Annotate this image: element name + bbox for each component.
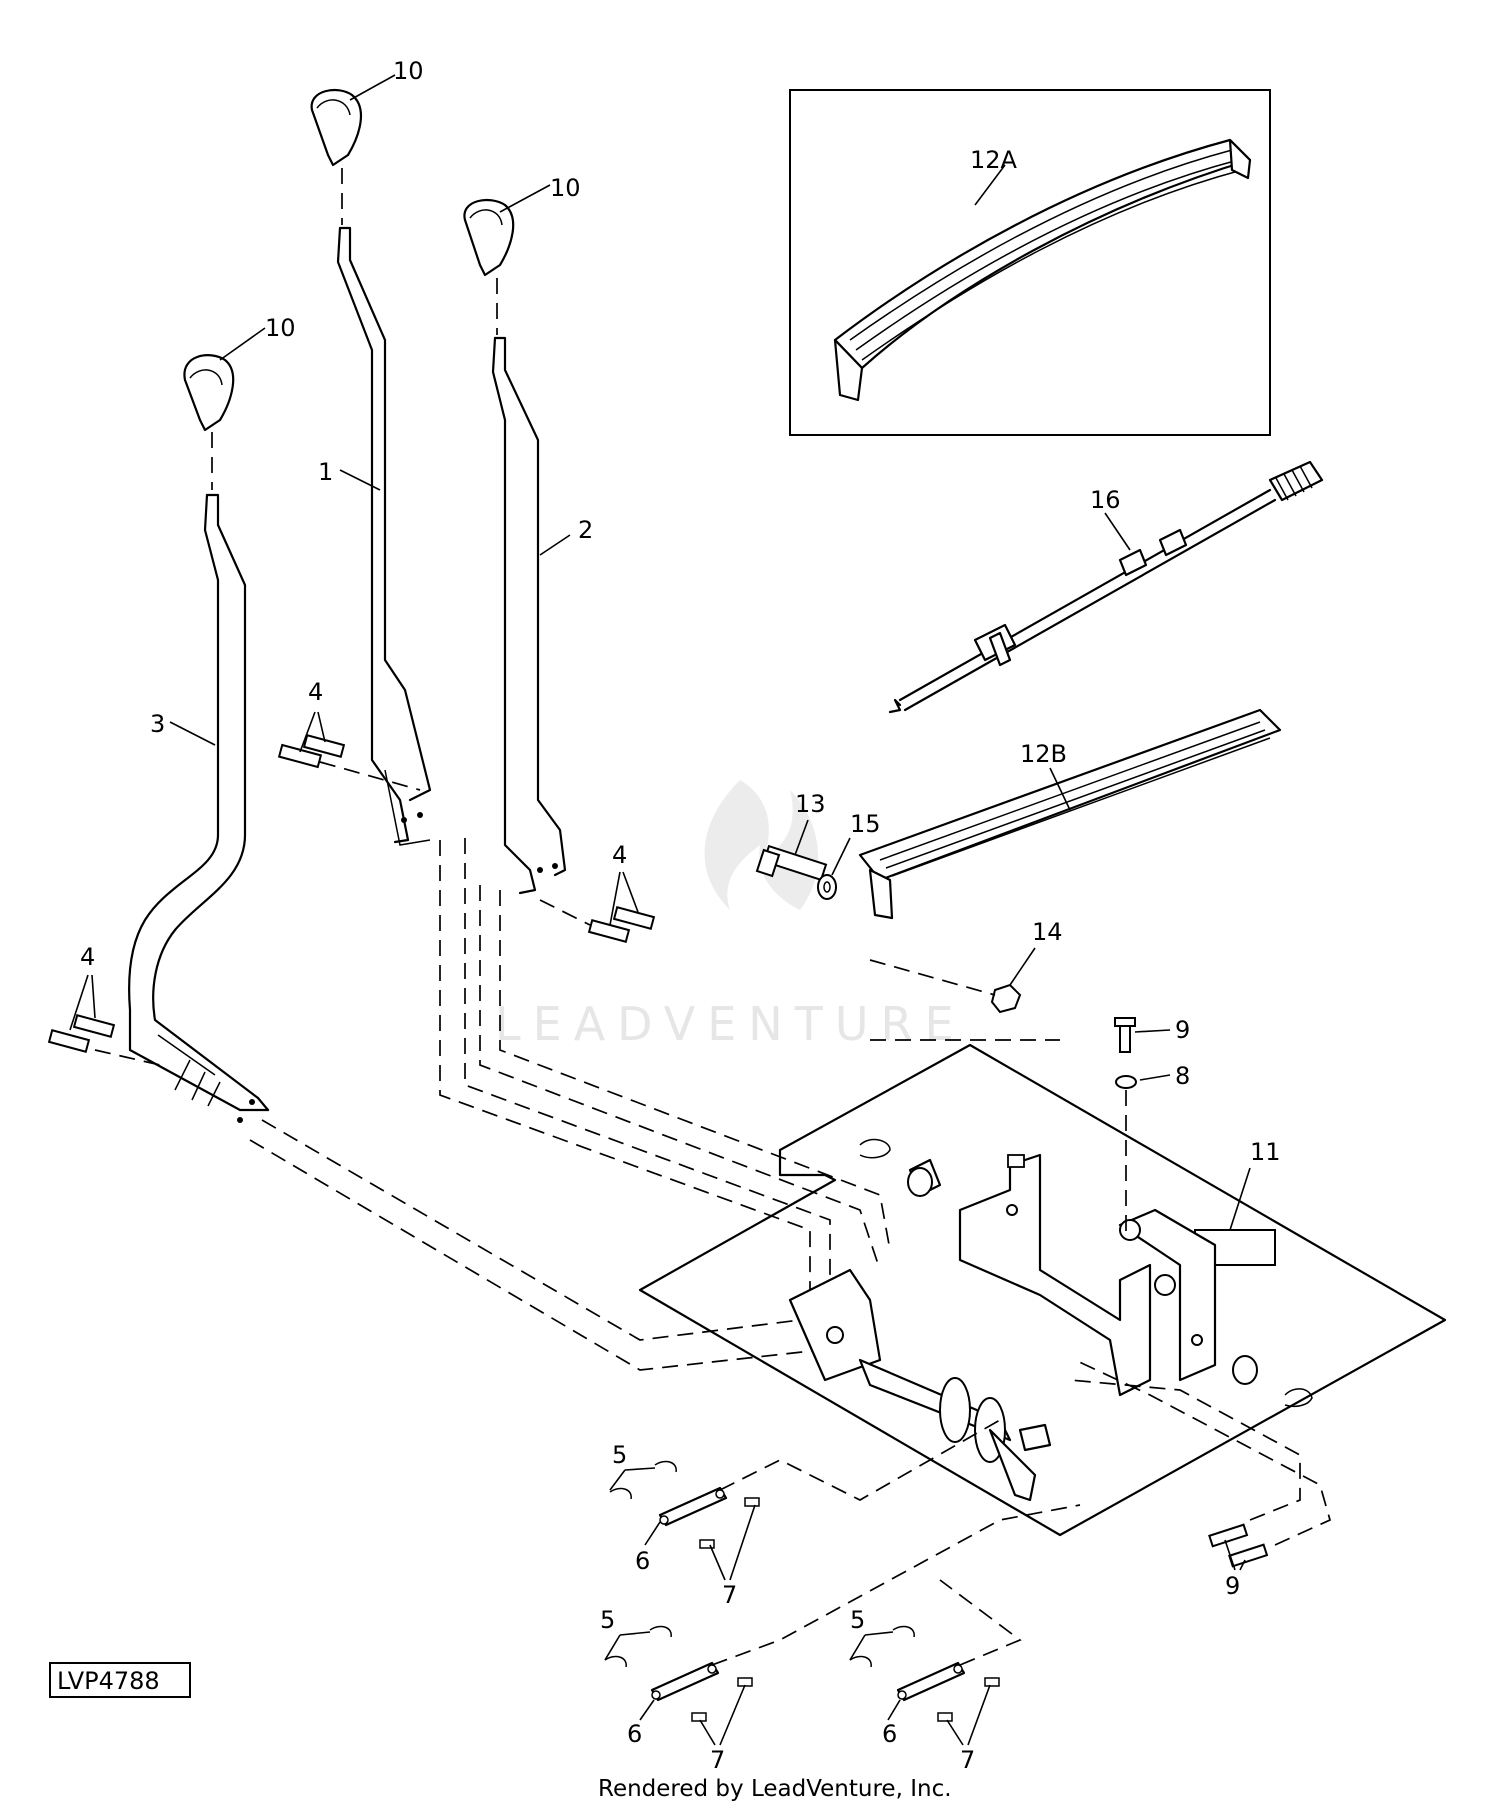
reference-code-box: LVP4788: [49, 1662, 191, 1698]
callout-4-upper: 4: [308, 678, 323, 706]
shaft-assembly: [788, 1268, 1052, 1502]
footer-credit: Rendered by LeadVenture, Inc.: [598, 1776, 952, 1802]
knob-10-left: [183, 354, 235, 432]
callout-3: 3: [150, 710, 165, 738]
callout-4-left: 4: [80, 943, 95, 971]
callout-13: 13: [795, 790, 826, 818]
bolt-4-upper: [277, 734, 346, 769]
pedal-pad-12b: [858, 708, 1282, 920]
knob-10-right: [463, 198, 515, 277]
bracket-assembly: [958, 1153, 1217, 1397]
callout-5-upper: 5: [612, 1441, 627, 1469]
callout-12a: 12A: [970, 146, 1018, 174]
callout-10-center: 10: [393, 57, 424, 85]
callout-5-lower-right: 5: [850, 1606, 865, 1634]
bolt-4-left: [47, 1014, 116, 1053]
callout-7-lower-right: 7: [960, 1746, 975, 1774]
pedal-pad-12a: [833, 138, 1252, 402]
callout-1: 1: [318, 458, 333, 486]
link-assembly-upper: [609, 1460, 760, 1549]
link-assembly-lower-left: [604, 1625, 753, 1722]
callout-7-lower-left: 7: [710, 1746, 725, 1774]
callout-6-lower-left: 6: [627, 1720, 642, 1748]
knob-10-center: [310, 88, 362, 167]
bolt-9-bottom: [1208, 1523, 1269, 1568]
callout-9-bottom: 9: [1225, 1572, 1240, 1600]
callout-16: 16: [1090, 486, 1121, 514]
reference-code: LVP4788: [57, 1667, 160, 1695]
bushing-top: [907, 1158, 942, 1197]
callout-11: 11: [1250, 1138, 1281, 1166]
callout-5-lower-left: 5: [600, 1606, 615, 1634]
nut-14: [990, 983, 1022, 1014]
callout-10-left: 10: [265, 314, 296, 342]
callouts: 10 10 10 1 2 3 4 4 4 12A 16 12B 13 15 14…: [80, 57, 1281, 1774]
bolt-13: [755, 844, 828, 882]
bushing-bottom: [1232, 1355, 1258, 1385]
lever-1: [336, 226, 432, 846]
callout-12b: 12B: [1020, 740, 1067, 768]
washer-15: [817, 874, 837, 900]
callout-14: 14: [1032, 918, 1063, 946]
watermark-text: LEADVENTURE: [495, 997, 966, 1051]
inset-box: [789, 89, 1271, 436]
callout-6-lower-right: 6: [882, 1720, 897, 1748]
lever-3: [128, 493, 270, 1123]
clip-bottom: [1284, 1388, 1313, 1408]
cable-16: [888, 460, 1324, 714]
bolt-4-right: [587, 906, 656, 943]
callout-7-upper: 7: [722, 1581, 737, 1609]
callout-2: 2: [578, 516, 593, 544]
callout-4-right: 4: [612, 841, 627, 869]
lever-2: [491, 336, 567, 895]
callout-6-upper: 6: [635, 1547, 650, 1575]
clip-top: [859, 1138, 891, 1159]
watermark: LEADVENTURE: [495, 780, 966, 1051]
callout-10-right: 10: [550, 174, 581, 202]
bolt-9-top: [1114, 1017, 1136, 1053]
callout-9-top: 9: [1175, 1016, 1190, 1044]
washer-8: [1115, 1075, 1137, 1089]
callout-15: 15: [850, 810, 881, 838]
link-assembly-lower-right: [849, 1625, 1000, 1722]
callout-8: 8: [1175, 1062, 1190, 1090]
leader-lines: [69, 74, 1251, 1746]
